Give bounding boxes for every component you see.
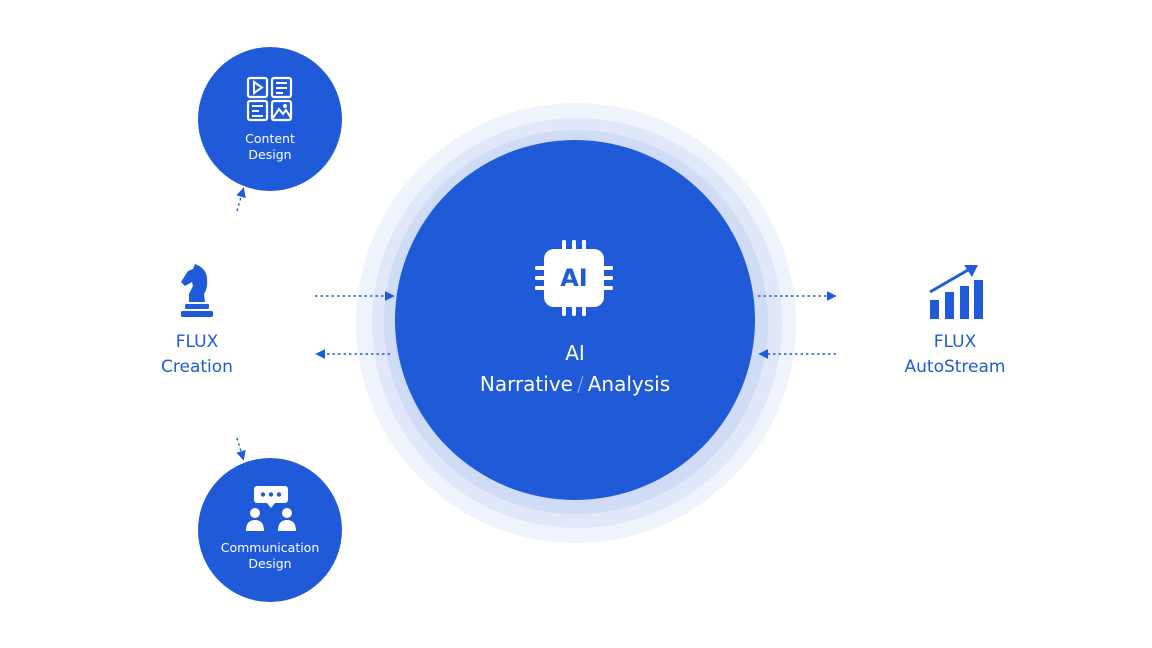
discussion-people-icon — [246, 486, 296, 531]
center-circle — [395, 140, 755, 500]
communication-design-line1: Communication — [220, 540, 320, 555]
separator: / — [576, 372, 584, 396]
growth-chart-icon — [929, 265, 983, 319]
center-title-line2: Narrative/Analysis — [395, 372, 755, 396]
content-layout-icon — [246, 76, 293, 122]
chess-knight-icon — [181, 264, 213, 317]
content-design-line1: Content — [245, 131, 295, 146]
narrative-text: Narrative — [479, 372, 573, 396]
flux-autostream-line2: AutoStream — [904, 357, 1006, 377]
arrow-to-content-design — [236, 187, 246, 212]
arrow-to-communication-design — [236, 437, 246, 461]
communication-design-line2: Design — [248, 556, 292, 571]
content-design-bubble — [198, 47, 342, 191]
ai-chip-icon: AI — [535, 240, 613, 316]
flux-autostream-line1: FLUX — [933, 332, 977, 352]
communication-design-bubble — [198, 458, 342, 602]
center-title-line1: AI — [565, 341, 585, 365]
content-design-line2: Design — [248, 147, 292, 162]
analysis-text: Analysis — [587, 372, 671, 396]
flux-creation-line1: FLUX — [175, 332, 219, 352]
chip-label: AI — [560, 264, 588, 292]
flux-creation-line2: Creation — [161, 357, 233, 377]
